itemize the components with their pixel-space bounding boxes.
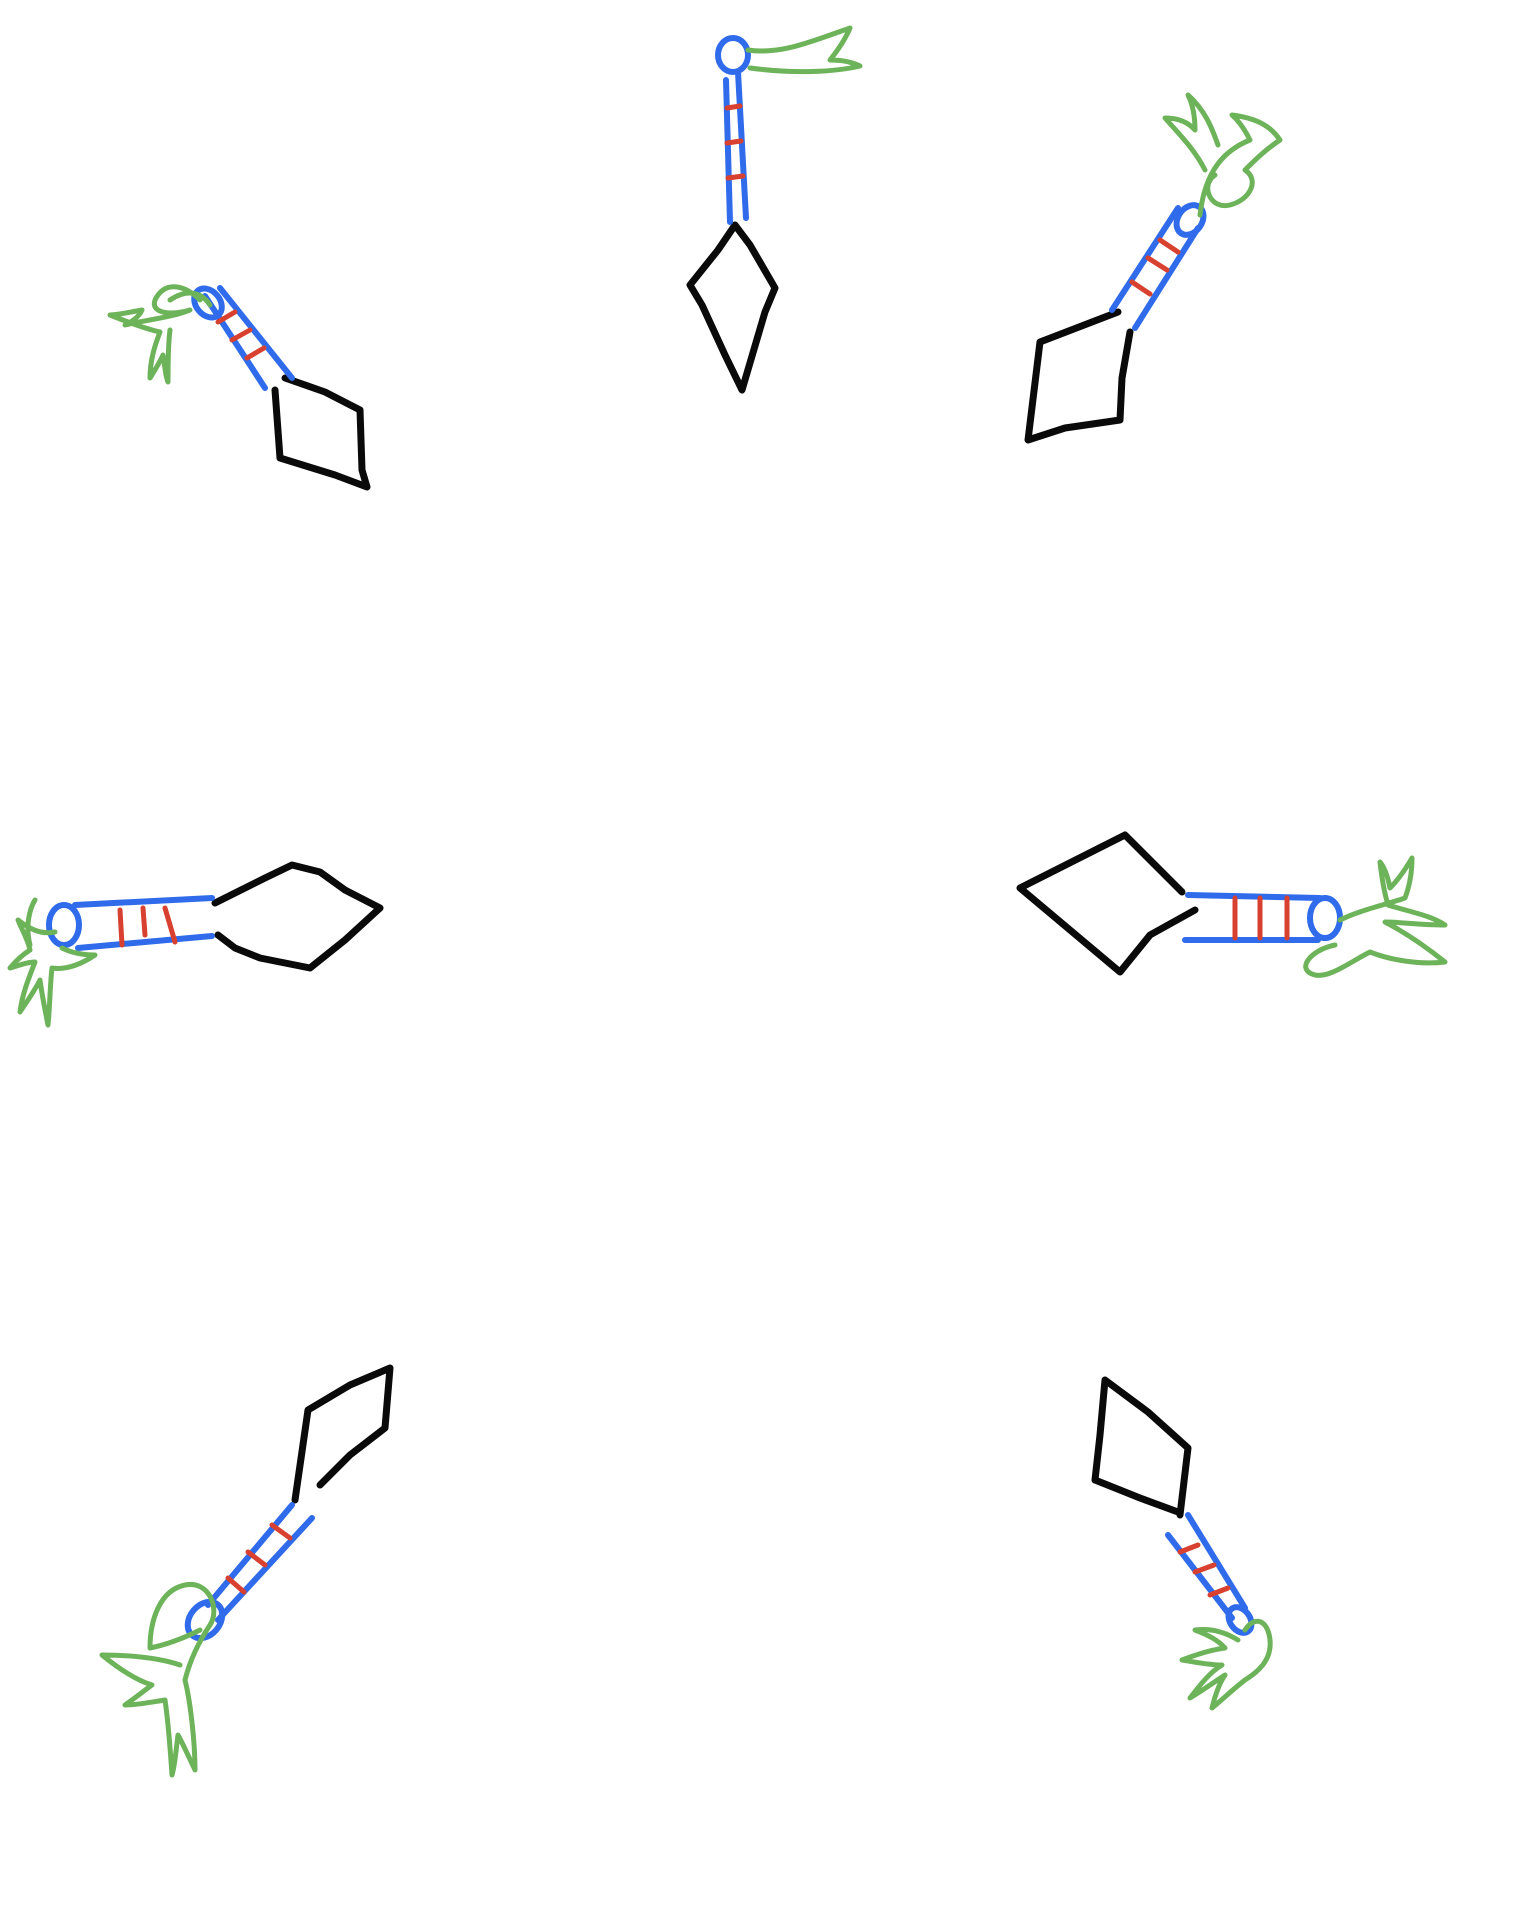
kunai-handle-icon xyxy=(1182,892,1323,943)
handle-wrap xyxy=(1129,237,1181,297)
handle-wrap xyxy=(1232,895,1290,941)
pommel-ring-icon xyxy=(1307,895,1343,941)
pommel-ring-icon xyxy=(715,35,751,75)
kunai-handle-icon xyxy=(72,895,215,951)
kunai-blade-icon xyxy=(211,861,384,972)
ribbon-icon xyxy=(99,1582,217,1778)
kunai-blade-icon xyxy=(271,374,371,491)
kunai-right xyxy=(1016,831,1448,978)
kunai-bottom-right xyxy=(1091,1376,1273,1711)
kunai-blade-icon xyxy=(1091,1376,1192,1519)
handle-wrap xyxy=(225,1522,293,1595)
kunai-blade-icon xyxy=(686,221,779,394)
kunai-blade-icon xyxy=(1024,308,1134,444)
handle-wrap xyxy=(117,905,178,948)
handle-wrap xyxy=(724,103,746,181)
kunai-blade-icon xyxy=(291,1364,394,1504)
ribbon-icon xyxy=(107,284,213,385)
kunai-left xyxy=(7,861,384,1028)
kunai-top xyxy=(686,25,863,394)
kunai-bottom-left xyxy=(99,1364,394,1778)
kunai-handle-icon xyxy=(723,69,749,225)
handle-wrap xyxy=(1177,1542,1231,1598)
ribbon-icon xyxy=(745,25,863,75)
pommel-ring-icon xyxy=(191,285,225,321)
kunai-top-right xyxy=(1024,92,1283,444)
handle-wrap xyxy=(215,309,267,361)
kunai-top-left xyxy=(107,284,371,491)
kunai-handle-icon xyxy=(1165,1512,1248,1621)
ribbon-icon xyxy=(1303,855,1448,978)
ribbon-icon xyxy=(1162,92,1283,218)
kunai-handle-icon xyxy=(1109,205,1201,331)
ribbon-icon xyxy=(7,897,98,1028)
ribbon-icon xyxy=(1179,1618,1273,1711)
kunai-blade-icon xyxy=(1016,831,1199,976)
kunai-handle-icon xyxy=(202,285,295,391)
pommel-ring-icon xyxy=(1225,1604,1255,1636)
pommel-ring-icon xyxy=(46,902,82,948)
